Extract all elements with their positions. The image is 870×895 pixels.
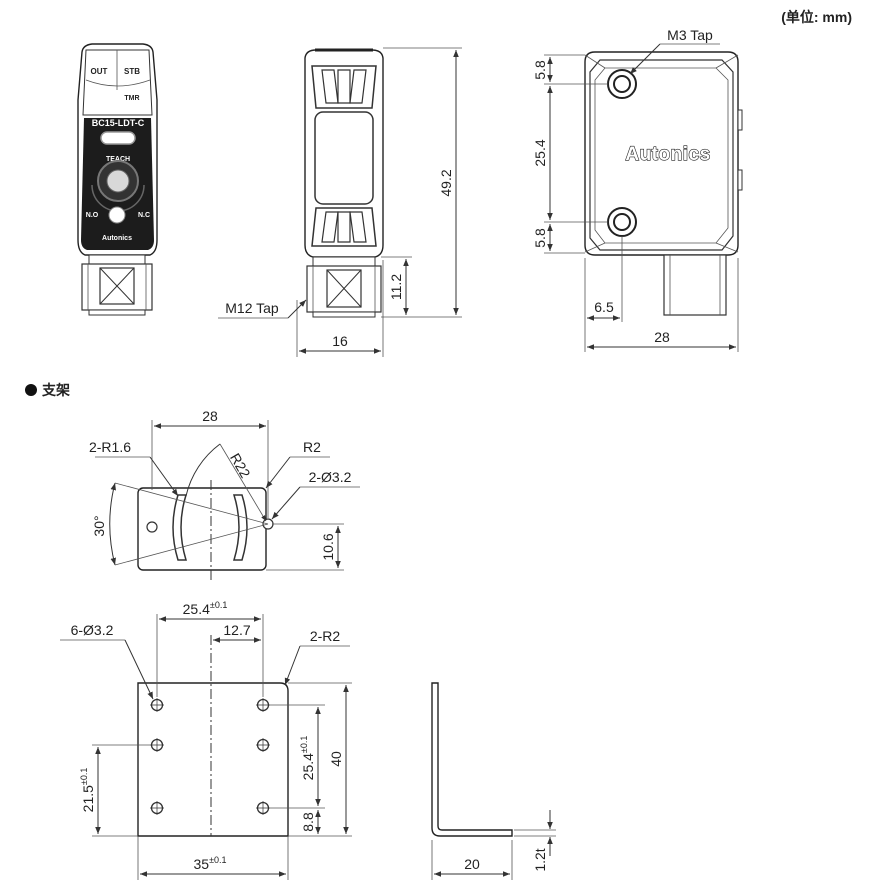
plate-height-dim: 40 xyxy=(328,751,344,767)
back-brand-logo: Autonics xyxy=(625,144,710,165)
plate-bottom-offset-dim: 8.8 xyxy=(300,812,316,832)
side-height-dim: 49.2 xyxy=(438,169,454,196)
nc-label: N.C xyxy=(138,212,150,219)
units-label: (单位: mm) xyxy=(781,9,852,25)
side-width-dim: 16 xyxy=(332,333,348,349)
back-bottom-offset-dim: 5.8 xyxy=(532,228,548,248)
profile-thickness-dim: 1.2t xyxy=(532,848,548,871)
section-bullet-icon xyxy=(25,384,37,396)
front-connector xyxy=(81,263,153,311)
front-brand-label: Autonics xyxy=(102,235,132,242)
bracket-top-holes: 2-Ø3.2 xyxy=(309,469,352,485)
section-title: 支架 xyxy=(41,382,70,398)
bracket-slot-radius: 2-R1.6 xyxy=(89,439,131,455)
plate-center-x-dim: 12.7 xyxy=(223,622,250,638)
bracket-profile-view: 20 1.2t xyxy=(431,682,556,880)
out-label: OUT xyxy=(91,67,108,76)
sensor-back-view: Autonics 5.8 25.4 5.8 6.5 28 M3 Tap xyxy=(532,27,743,352)
bracket-top-view: 30° R22 28 2-R1.6 R2 2-Ø3.2 10.6 xyxy=(89,408,360,580)
plate-holes xyxy=(150,698,270,815)
plate-pitch-x-dim: 25.4±0.1 xyxy=(183,600,228,617)
bracket-top-width-dim: 28 xyxy=(202,408,218,424)
sensor-side-view: 49.2 11.2 16 M12 Tap xyxy=(218,47,462,357)
stb-label: STB xyxy=(124,67,140,76)
back-pitch-dim: 25.4 xyxy=(532,139,548,166)
back-conn-offset-dim: 6.5 xyxy=(594,299,614,315)
plate-holes-callout: 6-Ø3.2 xyxy=(71,622,114,638)
tmr-label: TMR xyxy=(124,95,139,102)
bracket-arc-radius: R22 xyxy=(227,450,254,480)
plate-left-offset-dim: 21.5±0.1 xyxy=(79,768,96,813)
sensor-front-view: OUT STB TMR BC15-LDT-C TEACH N.O N.C Aut… xyxy=(77,43,158,316)
bracket-angle-dim: 30° xyxy=(91,515,107,536)
no-label: N.O xyxy=(86,212,99,219)
bracket-top-height-dim: 10.6 xyxy=(320,533,336,560)
profile-leg-dim: 20 xyxy=(464,856,480,872)
status-led-window xyxy=(100,131,136,145)
back-width-dim: 28 xyxy=(654,329,670,345)
m3-callout: M3 Tap xyxy=(667,27,713,43)
plate-width-dim: 35±0.1 xyxy=(193,855,226,872)
bracket-corner-radius: R2 xyxy=(303,439,321,455)
back-connector xyxy=(663,254,727,316)
bracket-plate-view: 25.4±0.1 12.7 6-Ø3.2 2-R2 40 25.4±0.1 8.… xyxy=(60,600,352,880)
mode-switch-icon xyxy=(108,206,126,224)
model-label: BC15-LDT-C xyxy=(92,118,145,128)
back-top-offset-dim: 5.8 xyxy=(532,60,548,80)
teach-label: TEACH xyxy=(106,156,130,163)
plate-corner-callout: 2-R2 xyxy=(310,628,341,644)
m12-callout: M12 Tap xyxy=(225,300,279,316)
side-connector-dim: 11.2 xyxy=(388,274,404,300)
bracket-hole-left xyxy=(146,521,158,533)
plate-pitch-y-dim: 25.4±0.1 xyxy=(299,736,316,781)
